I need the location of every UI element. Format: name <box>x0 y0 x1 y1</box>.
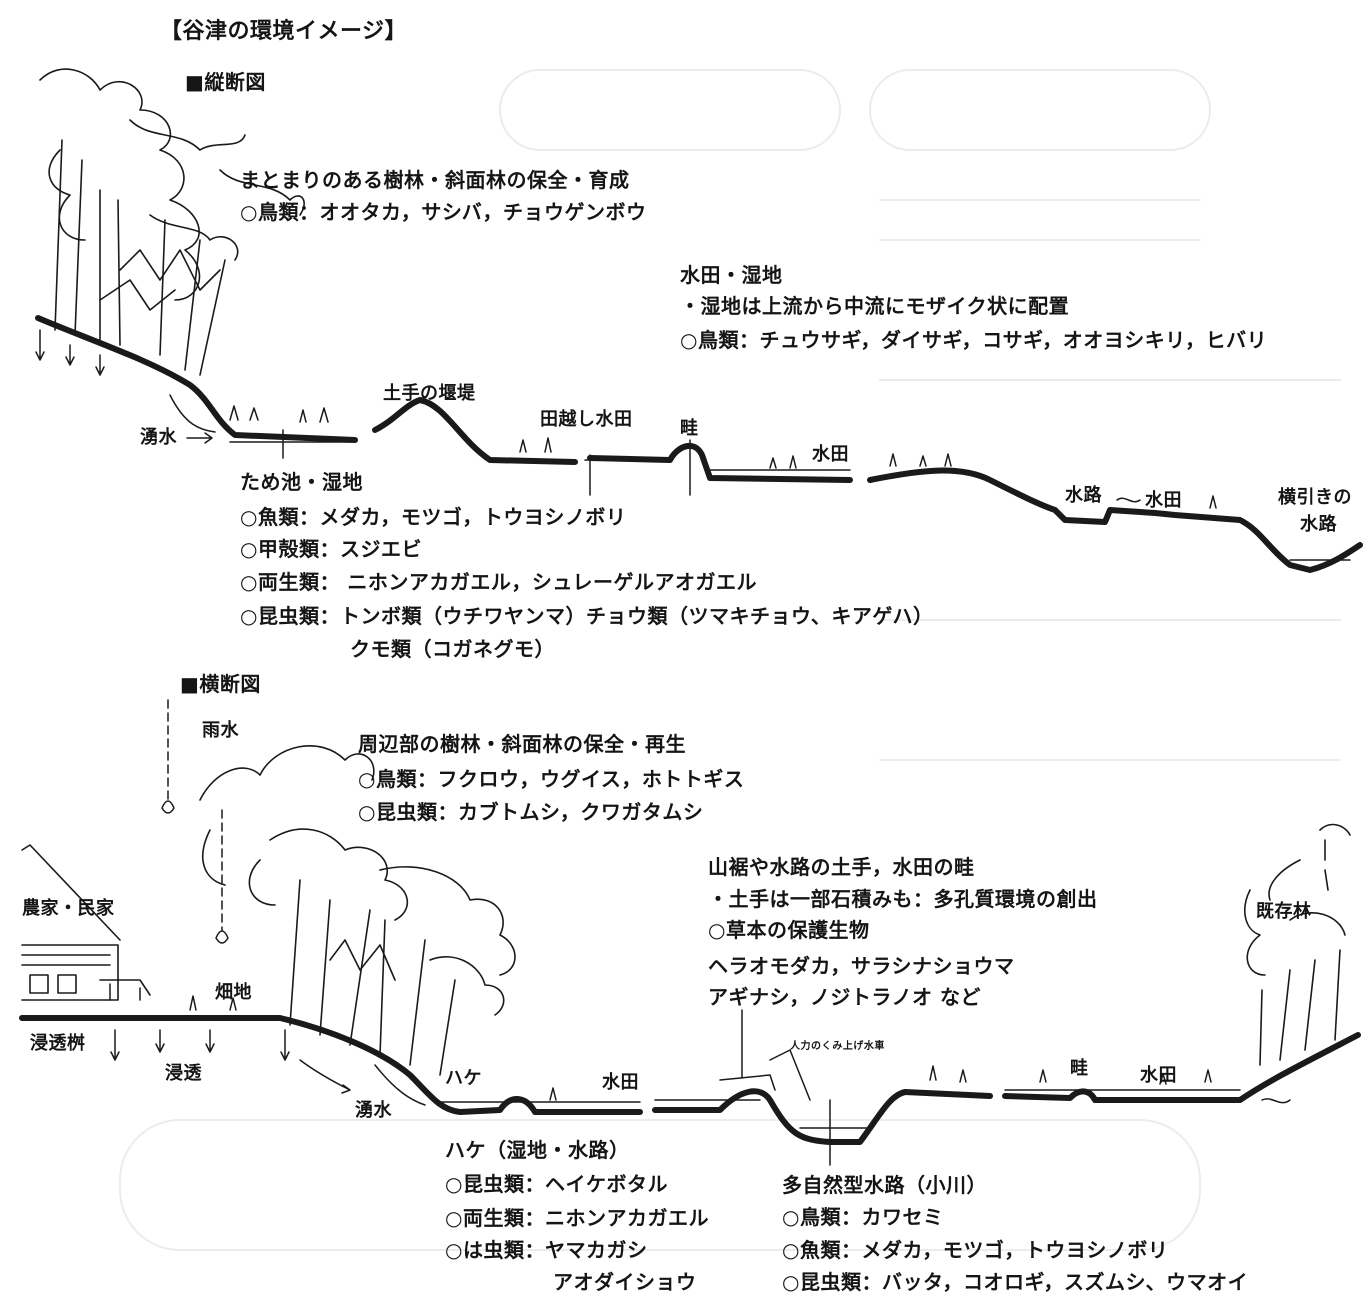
pond-crustacea: ○甲殻類：スジエビ <box>240 537 422 561</box>
label-farmhouse: 農家・民家 <box>22 898 115 919</box>
cross-section-profile <box>19 983 1361 1166</box>
cross-section-rain <box>161 699 229 944</box>
levee-plants-2: アギナシ，ノジトラノオ など <box>708 985 981 1009</box>
page-title: 【谷津の環境イメージ】 <box>160 19 408 44</box>
long-paddy-title: 水田・湿地 <box>680 263 783 287</box>
levee-title: 山裾や水路の土手，水田の畦 <box>708 855 975 879</box>
label-paddy1-cross: 水田 <box>602 1072 639 1093</box>
label-spring-long: 湧水 <box>140 427 177 448</box>
hake-amphibians: ○両生類：ニホンアカガエル <box>445 1206 709 1230</box>
label-infiltration: 浸透 <box>165 1063 202 1084</box>
hake-title: ハケ（湿地・水路） <box>445 1138 630 1162</box>
label-paddy2-cross: 水田 <box>1140 1065 1177 1086</box>
cross-section-heading: ■横断図 <box>180 672 261 696</box>
cross-section-farmhouse <box>21 844 151 1001</box>
long-section-profile <box>35 315 1363 573</box>
faded-background <box>119 69 1341 1251</box>
cross-forest-insects: ○昆虫類：カブトムシ，クワガタムシ <box>358 800 704 824</box>
hake-insects: ○昆虫類：ヘイケボタル <box>445 1172 668 1196</box>
levee-plants-head: ○草本の保護生物 <box>708 918 870 942</box>
cross-forest-birds: ○鳥類：フクロウ，ウグイス，ホトトギス <box>358 767 745 791</box>
label-embankment: 土手の堰堤 <box>383 383 476 404</box>
label-infiltration-basin: 浸透桝 <box>30 1033 86 1054</box>
hake-reptiles: ○は虫類：ヤマカガシ <box>445 1238 648 1262</box>
label-ridge-long: 畦 <box>680 418 699 439</box>
stream-insects: ○昆虫類：バッタ，コオロギ，スズムシ、ウマオイ <box>782 1270 1249 1294</box>
long-forest-title: まとまりのある樹林・斜面林の保全・育成 <box>240 168 630 192</box>
pond-amphibians: ○両生類： ニホンアカガエル，シュレーゲルアオガエル <box>240 570 758 594</box>
long-paddy-note: ・湿地は上流から中流にモザイク状に配置 <box>680 294 1070 318</box>
long-section-heading: ■縦断図 <box>185 70 266 94</box>
long-section-trees <box>39 68 305 376</box>
long-paddy-birds: ○鳥類：チュウサギ，ダイサギ，コサギ，オオヨシキリ，ヒバリ <box>680 328 1268 352</box>
cross-section-trees <box>199 745 1351 1076</box>
label-field: 畑地 <box>215 982 252 1003</box>
cross-forest-title: 周辺部の樹林・斜面林の保全・再生 <box>358 732 686 756</box>
label-ridge-cross: 畦 <box>1070 1058 1089 1079</box>
label-side-channel-2: 水路 <box>1300 514 1337 535</box>
hake-reptiles-2: アオダイショウ <box>553 1270 697 1294</box>
long-forest-birds: ○鳥類：オオタカ，サシバ，チョウゲンボウ <box>240 200 647 224</box>
label-rain: 雨水 <box>202 720 239 741</box>
stream-birds: ○鳥類：カワセミ <box>782 1205 944 1229</box>
label-paddy2-long: 水田 <box>1145 490 1182 511</box>
pond-fish: ○魚類：メダカ，モツゴ，トウヨシノボリ <box>240 505 627 529</box>
levee-note: ・土手は一部石積みも：多孔質環境の創出 <box>708 887 1098 911</box>
label-pump: 人力のくみ上げ水車 <box>790 1041 885 1052</box>
label-side-channel-1: 横引きの <box>1278 487 1352 508</box>
pond-title: ため池・湿地 <box>240 470 363 494</box>
pond-spiders: クモ類（コガネグモ） <box>350 637 555 661</box>
label-existing-forest: 既存林 <box>1256 901 1312 922</box>
label-hake: ハケ <box>445 1068 482 1089</box>
levee-plants-1: ヘラオモダカ，サラシナショウマ <box>708 954 1015 978</box>
label-channel-long: 水路 <box>1065 485 1102 506</box>
label-paddy1-long: 水田 <box>812 444 849 465</box>
label-spring-cross: 湧水 <box>355 1100 392 1121</box>
stream-fish: ○魚類：メダカ，モツゴ，トウヨシノボリ <box>782 1238 1169 1262</box>
label-terrace-paddy: 田越し水田 <box>540 409 633 430</box>
stream-title: 多自然型水路（小川） <box>782 1173 987 1197</box>
pond-insects: ○昆虫類：トンボ類（ウチワヤンマ）チョウ類（ツマキチョウ、キアゲハ） <box>240 604 934 628</box>
